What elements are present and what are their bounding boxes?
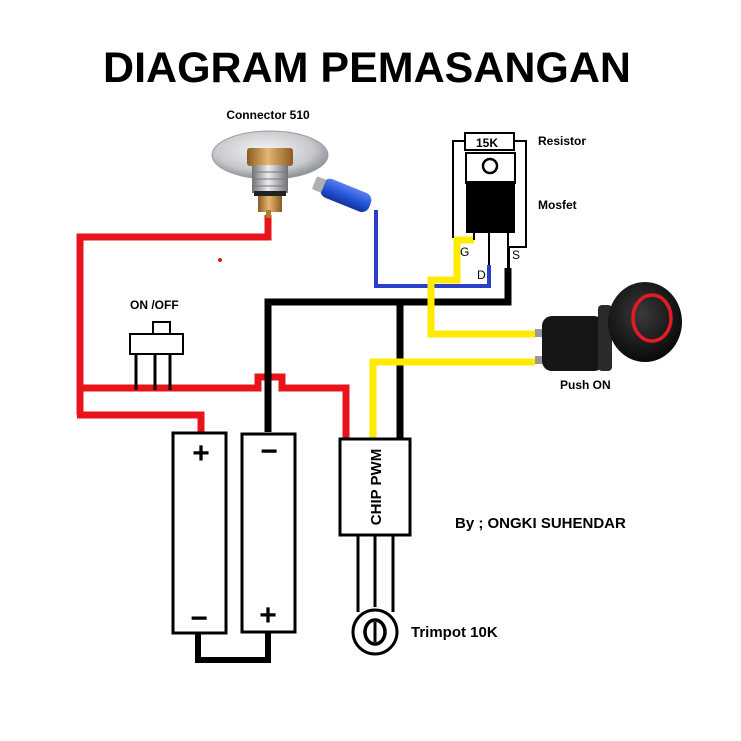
battery-2 [240, 432, 297, 634]
push-button-label: Push ON [560, 378, 611, 392]
battery-1-negative: − [190, 602, 208, 635]
battery-1 [171, 431, 228, 635]
resistor-value: 15K [476, 136, 498, 150]
yellow-wire-chip [369, 358, 535, 440]
resistor-body [464, 132, 515, 151]
chip-label: CHIP PWM [368, 449, 385, 525]
diagram-title: DIAGRAM PEMASANGAN [103, 44, 631, 92]
trimpot[interactable] [351, 608, 399, 656]
trimpot-label: Trimpot 10K [411, 624, 498, 641]
pin-d-label: D [477, 268, 486, 282]
battery-2-positive: + [259, 599, 277, 632]
connector-label: Connector 510 [226, 108, 310, 122]
mosfet-label: Mosfet [538, 198, 577, 212]
red-dot [218, 258, 222, 262]
yellow-wire-gate [427, 236, 535, 338]
chip-pwm [338, 437, 412, 612]
black-wire-battery-bridge [195, 632, 271, 663]
red-wire-switch-line [80, 373, 350, 440]
mosfet-body [466, 181, 515, 233]
red-wire-connector [76, 215, 272, 415]
resistor-label: Resistor [538, 134, 586, 148]
battery-1-positive: + [192, 437, 210, 470]
on-off-switch[interactable] [129, 321, 184, 390]
pin-s-label: S [512, 248, 520, 262]
resistor-and-mosfet [452, 132, 527, 268]
red-wire-battery [77, 411, 205, 432]
connector-510 [211, 130, 372, 218]
switch-label: ON /OFF [130, 298, 179, 312]
wires [76, 210, 535, 663]
author-credit: By ; ONGKI SUHENDAR [455, 515, 626, 532]
mosfet-tab [465, 152, 516, 184]
pin-g-label: G [460, 245, 469, 259]
battery-2-negative: − [260, 435, 278, 468]
black-wire-ground-bus [264, 268, 512, 432]
push-button[interactable] [535, 282, 682, 371]
push-button-ring [631, 293, 673, 343]
